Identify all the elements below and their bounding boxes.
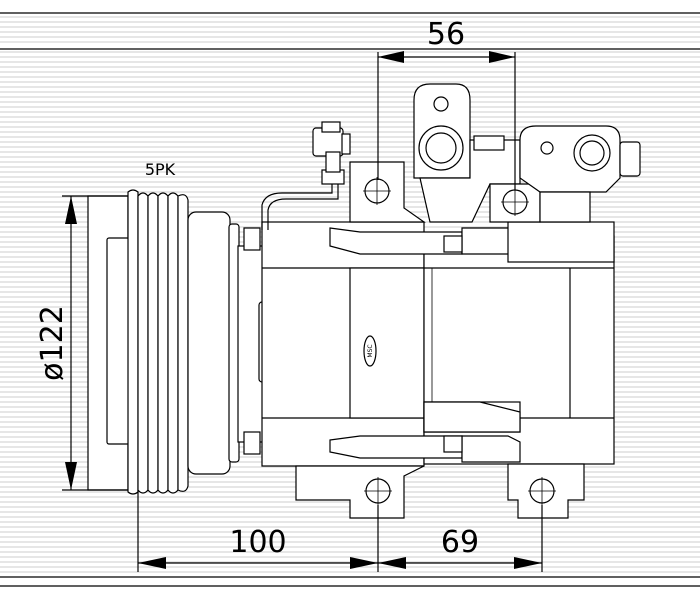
dimension-diameter: ø122 bbox=[35, 195, 128, 491]
dim-diameter-label: ø122 bbox=[35, 305, 70, 381]
belt-type-label: 5PK bbox=[145, 160, 176, 179]
maker-logo bbox=[363, 335, 377, 367]
dimension-bottom: 100 69 bbox=[137, 490, 543, 572]
compressor-body: MSC bbox=[261, 83, 641, 519]
dim-bottom-right-label: 69 bbox=[441, 525, 479, 560]
logo-text: MSC bbox=[367, 344, 374, 357]
dim-top-label: 56 bbox=[427, 17, 465, 52]
frame-lines bbox=[0, 12, 700, 587]
dim-bottom-left-label: 100 bbox=[229, 525, 286, 560]
pulley bbox=[87, 189, 282, 495]
dimension-top: 56 bbox=[377, 17, 516, 190]
